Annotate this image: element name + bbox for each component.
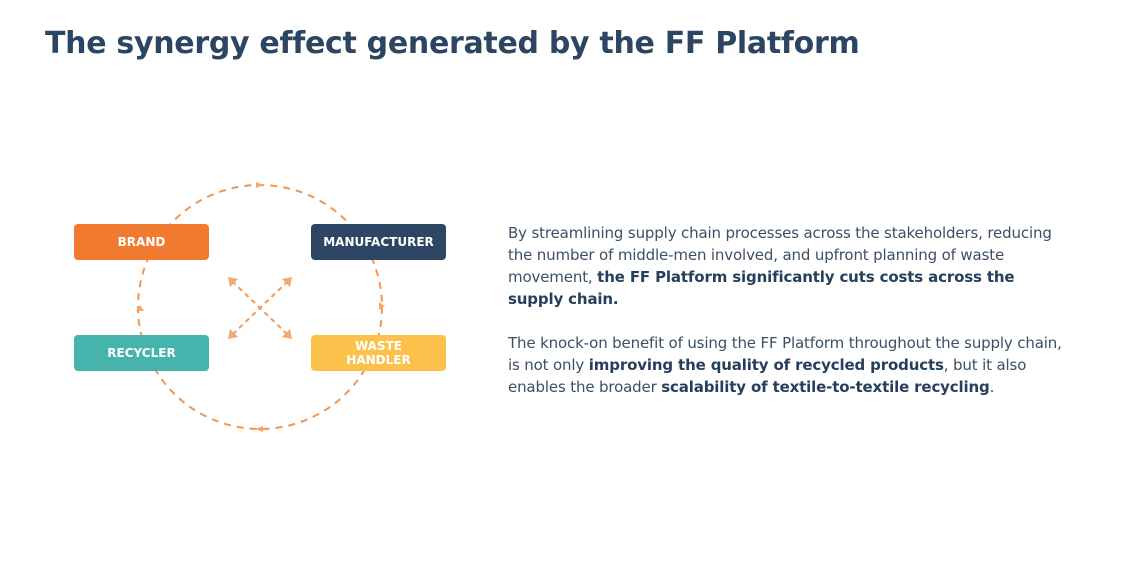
- paragraph2-bold-1: improving the quality of recycled produc…: [588, 356, 944, 374]
- node-manufacturer-label: MANUFACTURER: [323, 235, 434, 249]
- description-paragraph-2: The knock-on benefit of using the FF Pla…: [508, 332, 1068, 398]
- paragraph2-bold-2: scalability of textile-to-textile recycl…: [661, 378, 990, 396]
- node-recycler: RECYCLER: [74, 335, 209, 371]
- node-waste-handler-label: WASTE HANDLER: [346, 339, 411, 367]
- cross-arrow-top-left-icon: [228, 277, 238, 287]
- cycle-arrow-right-icon: [379, 302, 385, 310]
- paragraph2-text-1: The knock-on benefit of using the FF Pla…: [508, 334, 1062, 374]
- cross-arrow-top-right-icon: [282, 277, 292, 287]
- cross-arrow-bottom-right-icon: [282, 329, 292, 339]
- paragraph2-text-3: .: [989, 378, 995, 396]
- paragraph2-text-2: , but it also enables the broader: [508, 356, 1027, 396]
- node-waste-handler: WASTE HANDLER: [311, 335, 446, 371]
- node-manufacturer: MANUFACTURER: [311, 224, 446, 260]
- paragraph1-text: By streamlining supply chain processes a…: [508, 224, 1052, 286]
- cycle-arrow-left-icon: [136, 305, 144, 311]
- cross-arrow-bottom-left-icon: [228, 329, 238, 339]
- node-brand: BRAND: [74, 224, 209, 260]
- paragraph1-bold: the FF Platform significantly cuts costs…: [508, 268, 1015, 308]
- node-brand-label: BRAND: [117, 235, 166, 249]
- page-title: The synergy effect generated by the FF P…: [45, 26, 860, 61]
- cycle-arrow-bottom-icon: [255, 426, 263, 432]
- description-paragraph-1: By streamlining supply chain processes a…: [508, 222, 1068, 310]
- node-recycler-label: RECYCLER: [107, 346, 176, 360]
- cycle-arrow-top-icon: [256, 182, 264, 188]
- cross-line-b: [231, 280, 289, 336]
